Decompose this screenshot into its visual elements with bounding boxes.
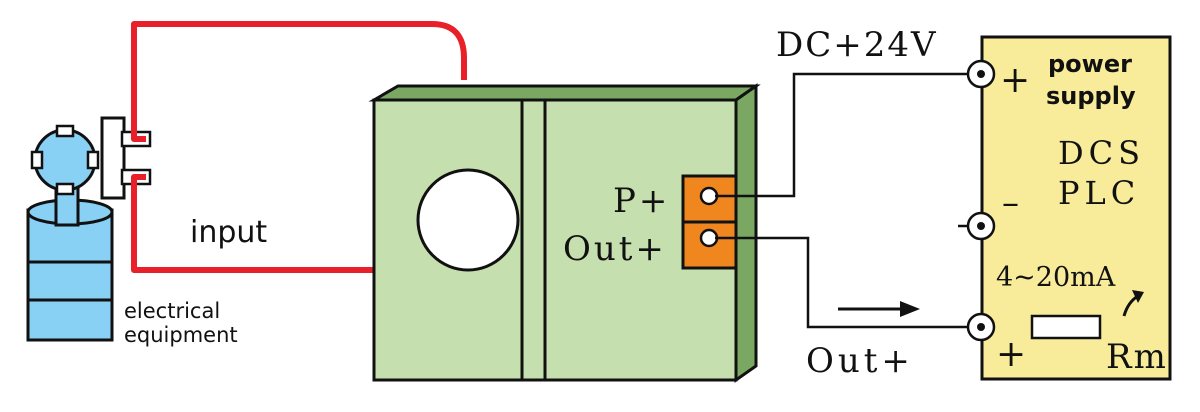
equipment-gauge-tab-left <box>30 150 44 170</box>
sensor-side-face <box>734 83 758 383</box>
dcs-label: DCS <box>1058 134 1145 172</box>
equipment-label-line2: equipment <box>124 323 238 347</box>
equipment-tank <box>26 208 114 342</box>
equipment-gauge-tab-bottom <box>55 182 75 196</box>
plc-label: PLC <box>1058 174 1140 212</box>
p-plus-label: P+ <box>613 181 670 221</box>
current-flow-arrow-icon <box>1122 290 1144 317</box>
power-label-line1: power <box>1048 50 1132 78</box>
out-plus-terminal-label: Out+ <box>563 229 667 269</box>
dc-supply-label: DC+24V <box>776 25 938 65</box>
current-range-label: 4~20mA <box>996 262 1116 293</box>
equipment-connector <box>100 116 126 200</box>
terminal-p-plus-screw-icon <box>699 186 719 206</box>
equipment-gauge-tab-top <box>55 124 75 138</box>
equipment-label-line1: electrical <box>124 299 220 323</box>
panel-terminals <box>966 59 996 342</box>
minus-label: – <box>1002 183 1019 223</box>
current-direction-arrow <box>838 301 920 317</box>
wire-out-plus-to-load <box>715 236 968 329</box>
resistor-rm-icon <box>1030 314 1102 340</box>
sensor-top-face <box>368 84 761 102</box>
wire-bottom <box>131 174 392 273</box>
power-label-line2: supply <box>1046 82 1136 110</box>
electrical-equipment <box>26 116 152 342</box>
plus-top-label: + <box>1000 60 1030 101</box>
wire-top <box>131 21 467 142</box>
wire-p-plus-to-supply <box>715 72 968 198</box>
rm-label: Rm <box>1106 337 1168 377</box>
input-label: input <box>190 215 267 250</box>
equipment-gauge-tab-right <box>86 150 100 170</box>
current-sensor <box>368 83 761 383</box>
sensor-aperture <box>416 168 520 272</box>
equipment-gauge <box>33 128 97 192</box>
plus-bottom-label: + <box>996 334 1026 375</box>
terminal-out-plus-screw-icon <box>699 228 719 248</box>
out-plus-line-label: Out+ <box>806 341 914 381</box>
